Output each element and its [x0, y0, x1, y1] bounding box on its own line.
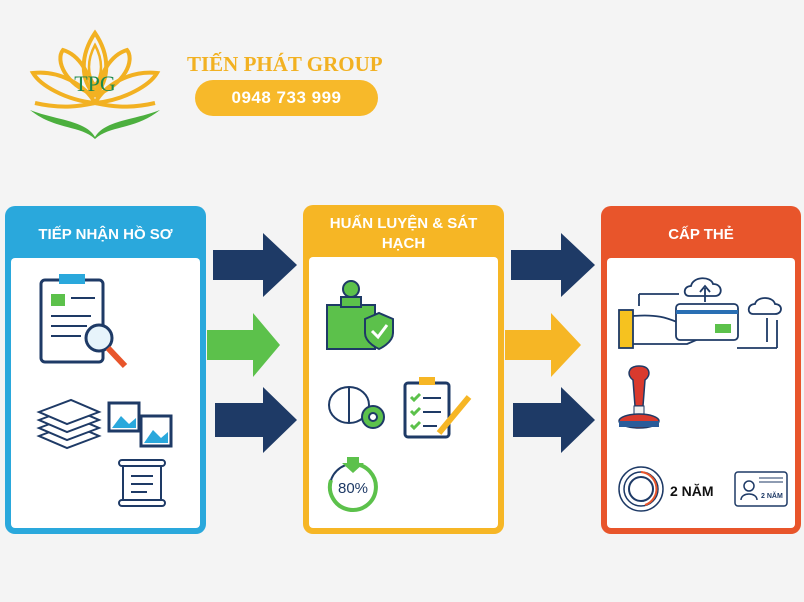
arrow-navy-bottom: [513, 387, 595, 453]
arrows-step2-to-3: [505, 233, 595, 453]
stamp-icon: [618, 365, 660, 429]
step-title: TIẾP NHẬN HỒ SƠ: [38, 225, 173, 243]
id-card-text: 2 NĂM: [761, 493, 783, 500]
progress-80-icon: 80%: [327, 457, 378, 512]
validity-ring-icon: [618, 466, 664, 512]
paper-stack-icon: [36, 398, 102, 450]
step-card-issuance-card: CẤP THẺ 2 NĂM 2 NĂM: [601, 206, 801, 534]
step-reception-card: TIẾP NHẬN HỒ SƠ: [5, 206, 206, 534]
pass-rate: 80%: [338, 480, 368, 497]
checklist-pencil-icon: [403, 377, 472, 439]
phone-button[interactable]: 0948 733 999: [195, 80, 378, 116]
arrow-navy-top: [511, 233, 595, 297]
arrow-navy-bottom: [215, 387, 297, 453]
hand-card-cloud-icon: [618, 277, 782, 349]
photos-icon: [107, 401, 173, 448]
arrows-step1-to-2: [207, 233, 297, 453]
issuance-illustration: [618, 277, 788, 512]
id-card-icon: [734, 471, 788, 507]
arrow-green: [207, 313, 280, 377]
arrow-navy-top: [213, 233, 297, 297]
tpg-logo: TPG: [29, 29, 161, 139]
step-title: HUẤN LUYỆN & SÁT HẠCH: [329, 214, 478, 252]
clipboard-search-icon: [39, 274, 128, 369]
brand-name: TIẾN PHÁT GROUP: [187, 52, 383, 76]
documents-illustration: [36, 274, 173, 507]
building-shield-icon: [326, 280, 394, 351]
scroll-icon: [118, 459, 166, 507]
validity-label: 2 NĂM: [670, 483, 714, 499]
step-title: CẤP THẺ: [668, 225, 734, 243]
brain-gear-icon: [328, 386, 385, 429]
logo-text: TPG: [74, 71, 116, 96]
arrow-yellow: [505, 313, 581, 377]
training-illustration: 80%: [326, 280, 472, 512]
step-training-card: HUẤN LUYỆN & SÁT HẠCH 80%: [303, 205, 504, 534]
